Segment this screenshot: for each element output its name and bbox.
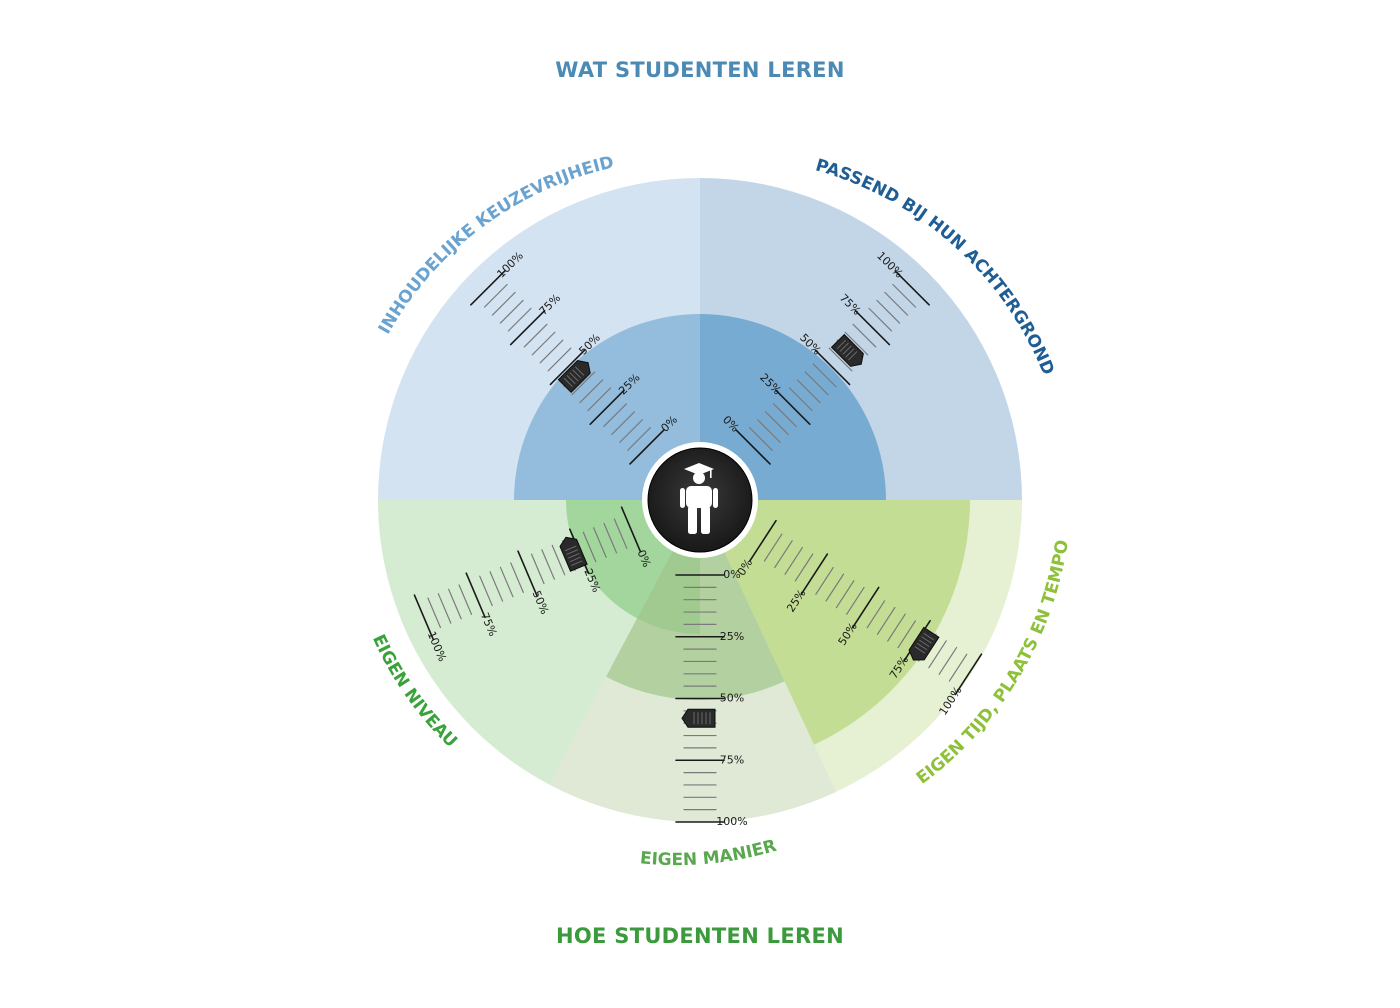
scale-tick-minor bbox=[547, 347, 572, 372]
scale-tick-minor bbox=[613, 518, 628, 550]
slider-knob-icon[interactable] bbox=[558, 534, 588, 572]
scale-tick-minor bbox=[619, 419, 643, 443]
scale-tick-minor bbox=[825, 573, 845, 602]
scale-tick-major bbox=[735, 429, 771, 465]
scale-tick-major bbox=[509, 309, 546, 346]
scale-label: 100% bbox=[716, 815, 747, 828]
slider-knob-icon[interactable] bbox=[557, 356, 594, 394]
scale-tick-minor bbox=[815, 566, 834, 595]
scale-tick-minor bbox=[928, 640, 947, 669]
scale-tick-minor bbox=[603, 522, 618, 554]
scale-tick-minor bbox=[876, 606, 896, 635]
scale-tick-minor bbox=[499, 299, 524, 324]
scale-tick-major bbox=[800, 553, 829, 596]
scale-tick-major bbox=[465, 572, 486, 619]
scale-tick-minor bbox=[611, 411, 636, 436]
scale-tick-minor bbox=[593, 527, 607, 558]
scale-tick-major bbox=[413, 594, 435, 641]
scale-tick-minor bbox=[749, 427, 773, 451]
scale-tick-minor bbox=[541, 549, 555, 580]
scale-tick-major bbox=[851, 586, 880, 629]
scale-tick-major bbox=[954, 653, 983, 696]
scale-tick-minor bbox=[887, 613, 906, 642]
scale-tick-minor bbox=[844, 331, 869, 356]
slider-knob-icon[interactable] bbox=[830, 333, 868, 371]
scale-tick-major bbox=[470, 270, 506, 306]
scale-tick-minor bbox=[551, 544, 566, 576]
scale-tick-minor bbox=[499, 566, 514, 598]
scale-tick-minor bbox=[757, 419, 781, 443]
scale-label: 0% bbox=[723, 568, 740, 581]
scale-tick-minor bbox=[764, 411, 789, 436]
scale-tick-major bbox=[517, 550, 538, 597]
scale-tick-minor bbox=[828, 347, 853, 372]
scale-tick-minor bbox=[437, 593, 452, 624]
scale-label: 25% bbox=[720, 630, 744, 643]
scale-tick-minor bbox=[627, 427, 651, 451]
scale-tick-minor bbox=[835, 580, 855, 609]
scale-tick-minor bbox=[579, 379, 604, 404]
scale-tick-minor bbox=[587, 387, 612, 412]
scale-tick-minor bbox=[772, 403, 797, 428]
scale-label: 75% bbox=[720, 753, 744, 766]
scale-tick-minor bbox=[489, 571, 504, 602]
scale-tick-minor bbox=[523, 323, 548, 348]
slider-manier[interactable]: 0% 25% 50% 75% 100% bbox=[675, 568, 748, 828]
scale-tick-minor bbox=[876, 299, 901, 324]
slider-tijd[interactable]: 0%25%50%75%100% bbox=[735, 519, 983, 718]
scale-tick-minor bbox=[812, 363, 837, 388]
scale-tick-major bbox=[620, 506, 642, 553]
scale-tick-minor bbox=[794, 553, 814, 582]
scale-tick-minor bbox=[866, 600, 886, 629]
scale-tick-minor bbox=[868, 307, 893, 332]
scale-tick-minor bbox=[571, 371, 596, 396]
scale-tick-minor bbox=[846, 586, 865, 615]
scale-tick-minor bbox=[938, 646, 958, 675]
scale-tick-minor bbox=[784, 546, 804, 575]
scale-tick-minor bbox=[531, 331, 556, 356]
scale-tick-minor bbox=[892, 283, 917, 308]
scale-tick-minor bbox=[427, 597, 442, 629]
student-hub bbox=[642, 442, 758, 558]
scale-tick-minor bbox=[897, 620, 917, 649]
scale-tick-major bbox=[894, 270, 930, 306]
scale-tick-minor bbox=[796, 379, 821, 404]
scale-tick-minor bbox=[539, 339, 564, 364]
scale-tick-major bbox=[589, 389, 625, 425]
scale-tick-minor bbox=[763, 533, 783, 562]
scale-tick-major bbox=[549, 349, 586, 386]
bottom-heading: HOE STUDENTEN LEREN bbox=[555, 924, 844, 948]
scale-tick-minor bbox=[479, 575, 493, 607]
scale-tick-minor bbox=[603, 403, 628, 428]
top-heading: WAT STUDENTEN LEREN bbox=[555, 58, 845, 82]
scale-tick-minor bbox=[804, 371, 829, 396]
scale-tick-minor bbox=[884, 291, 909, 316]
student-graduate-icon bbox=[680, 463, 718, 534]
scale-tick-minor bbox=[483, 283, 508, 308]
scale-tick-minor bbox=[507, 307, 532, 332]
segment-tijd-inner bbox=[700, 500, 970, 745]
scale-label: 50% bbox=[720, 692, 744, 705]
scale-tick-minor bbox=[510, 562, 524, 593]
scale-tick-minor bbox=[852, 323, 877, 348]
scale-tick-minor bbox=[788, 387, 813, 412]
scale-tick-minor bbox=[948, 653, 968, 682]
scale-tick-minor bbox=[448, 588, 462, 620]
scale-tick-minor bbox=[530, 553, 545, 585]
scale-label: 0% bbox=[635, 548, 654, 569]
slider-knob-icon[interactable] bbox=[906, 626, 940, 664]
slider-knob-icon[interactable] bbox=[681, 708, 716, 728]
scale-tick-major bbox=[775, 389, 811, 425]
scale-tick-minor bbox=[582, 531, 597, 563]
scale-tick-minor bbox=[774, 540, 793, 569]
scale-tick-minor bbox=[458, 584, 473, 615]
scale-tick-major bbox=[814, 349, 851, 386]
scale-tick-minor bbox=[491, 291, 516, 316]
segment-label-manier: EIGEN MANIER bbox=[639, 836, 778, 870]
scale-tick-major bbox=[629, 429, 665, 465]
scale-tick-major bbox=[854, 309, 891, 346]
scale-tick-major bbox=[749, 519, 777, 562]
